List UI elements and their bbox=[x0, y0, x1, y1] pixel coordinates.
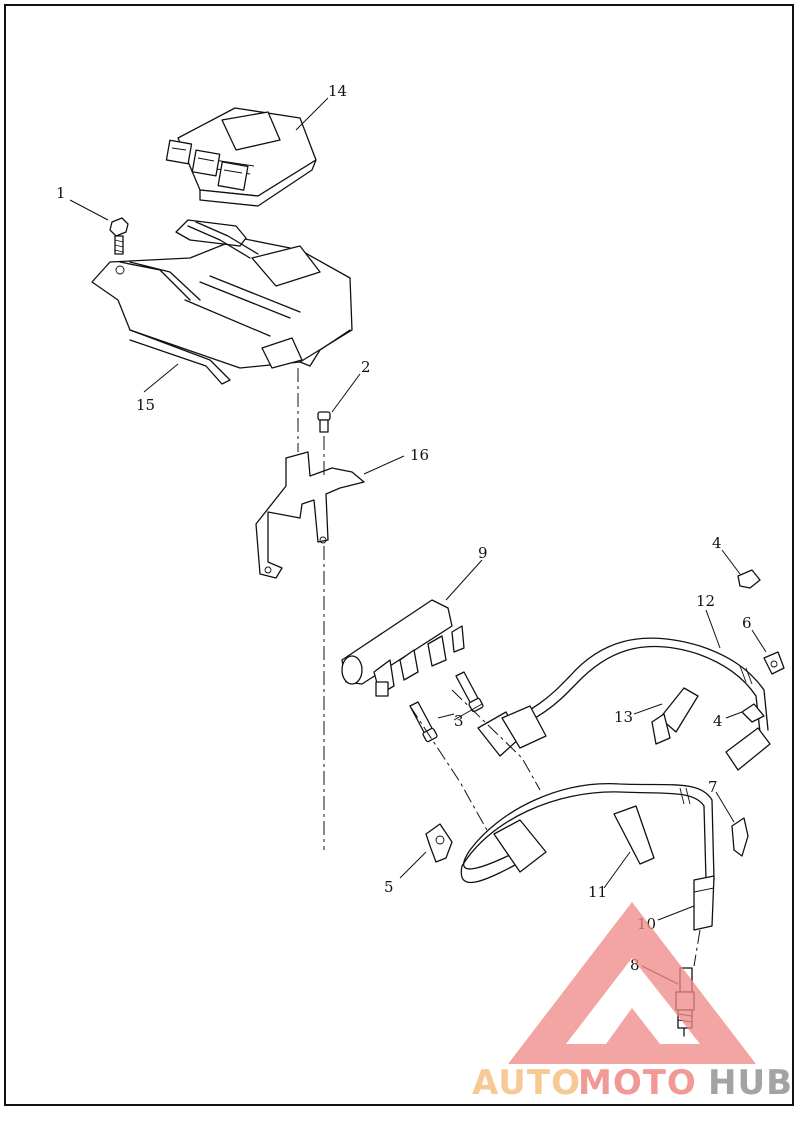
callout-12: 12 bbox=[696, 592, 715, 610]
callout-8: 8 bbox=[630, 956, 640, 974]
part-ecm-bracket bbox=[91, 219, 353, 385]
callout-5: 5 bbox=[384, 878, 394, 896]
watermark-logo: AUTO MOTO HUB bbox=[472, 902, 793, 1103]
callout-9: 9 bbox=[478, 544, 488, 562]
triangle-logo-icon bbox=[508, 902, 756, 1064]
callout-13: 13 bbox=[614, 708, 633, 726]
part-clip-7 bbox=[731, 817, 749, 857]
watermark-hub: HUB bbox=[708, 1063, 793, 1103]
callout-11: 11 bbox=[588, 883, 607, 901]
callout-6: 6 bbox=[742, 614, 752, 632]
callout-4-mid: 4 bbox=[713, 712, 723, 730]
part-coil-bracket bbox=[255, 451, 365, 579]
watermark-auto: AUTO bbox=[472, 1063, 581, 1103]
part-clip-4b bbox=[741, 703, 765, 723]
leader-lines bbox=[69, 97, 767, 985]
part-clip-4a bbox=[737, 569, 761, 589]
part-plug-boot bbox=[651, 687, 699, 745]
callout-4-top: 4 bbox=[712, 534, 722, 552]
diagram-border bbox=[4, 4, 794, 1106]
part-plug-boot-rear bbox=[693, 875, 715, 931]
part-ecm-module bbox=[165, 107, 317, 207]
callout-numbers: 1 2 3 4 4 5 6 7 8 9 10 11 12 13 14 15 16 bbox=[56, 82, 752, 974]
part-ignition-coil bbox=[341, 599, 465, 697]
part-coil-bolts bbox=[409, 671, 484, 743]
part-clip-6 bbox=[763, 651, 785, 675]
part-screw-2 bbox=[317, 411, 331, 433]
part-rear-plug-lead bbox=[460, 783, 715, 884]
callout-7: 7 bbox=[708, 778, 718, 796]
callout-14: 14 bbox=[328, 82, 347, 100]
part-bolt-1 bbox=[109, 217, 129, 255]
part-front-plug-lead bbox=[477, 637, 771, 771]
callout-16: 16 bbox=[410, 446, 429, 464]
callout-3: 3 bbox=[454, 712, 464, 730]
callout-15: 15 bbox=[136, 396, 155, 414]
callout-1: 1 bbox=[56, 184, 66, 202]
watermark-moto: MOTO bbox=[578, 1063, 697, 1103]
assembly-centerlines bbox=[297, 368, 701, 967]
part-clip-5 bbox=[425, 823, 453, 863]
callout-2: 2 bbox=[361, 358, 371, 376]
